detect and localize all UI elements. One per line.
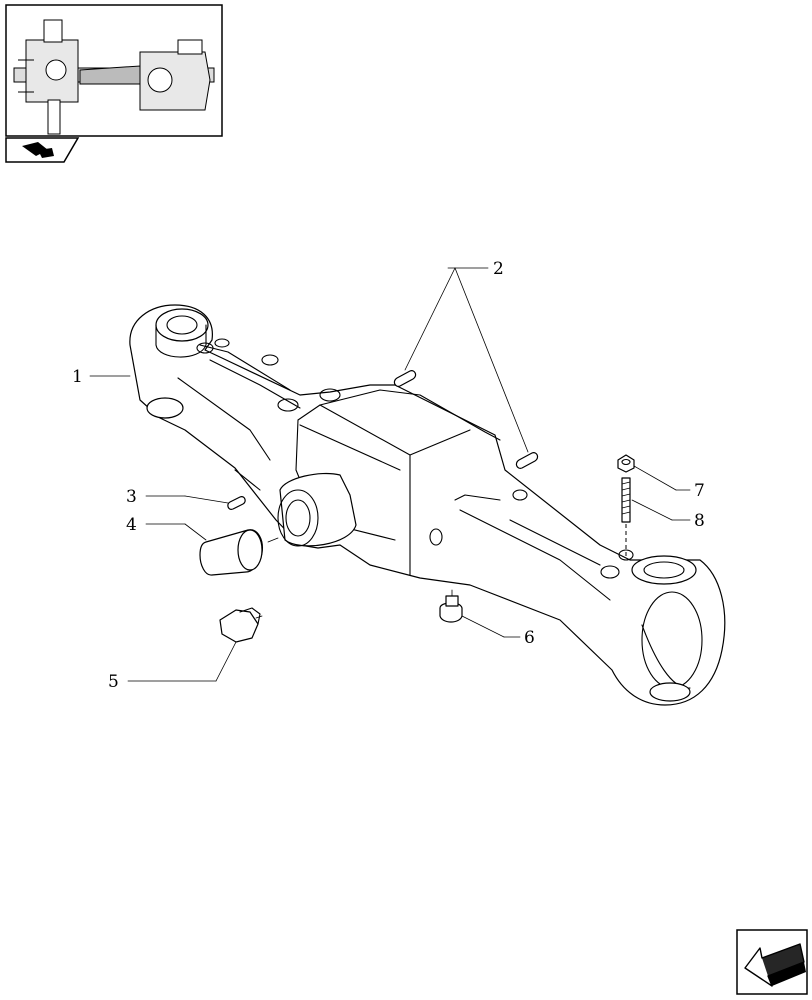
callout-4: 4	[126, 515, 137, 535]
plug-5	[219, 607, 263, 643]
previous-page-arrow-icon[interactable]	[736, 929, 808, 995]
bushing-4	[199, 529, 279, 576]
leader-lines	[89, 267, 691, 682]
callout-7: 7	[694, 481, 705, 501]
catalog-book-icon[interactable]	[5, 137, 80, 163]
callout-6: 6	[524, 628, 535, 648]
callout-2: 2	[493, 259, 504, 279]
dowel-pin-lower	[515, 452, 539, 469]
callout-8: 8	[694, 511, 705, 531]
pin-3	[227, 496, 246, 510]
axle-housing	[129, 304, 726, 706]
callout-3: 3	[126, 487, 137, 507]
callout-1: 1	[72, 367, 83, 387]
callout-5: 5	[108, 672, 119, 692]
dowel-pin-upper	[393, 370, 417, 387]
stud-8	[621, 477, 631, 556]
nut-7	[617, 454, 635, 473]
axle-assembly-thumbnail-icon[interactable]	[5, 4, 223, 137]
plug-6	[439, 589, 463, 623]
